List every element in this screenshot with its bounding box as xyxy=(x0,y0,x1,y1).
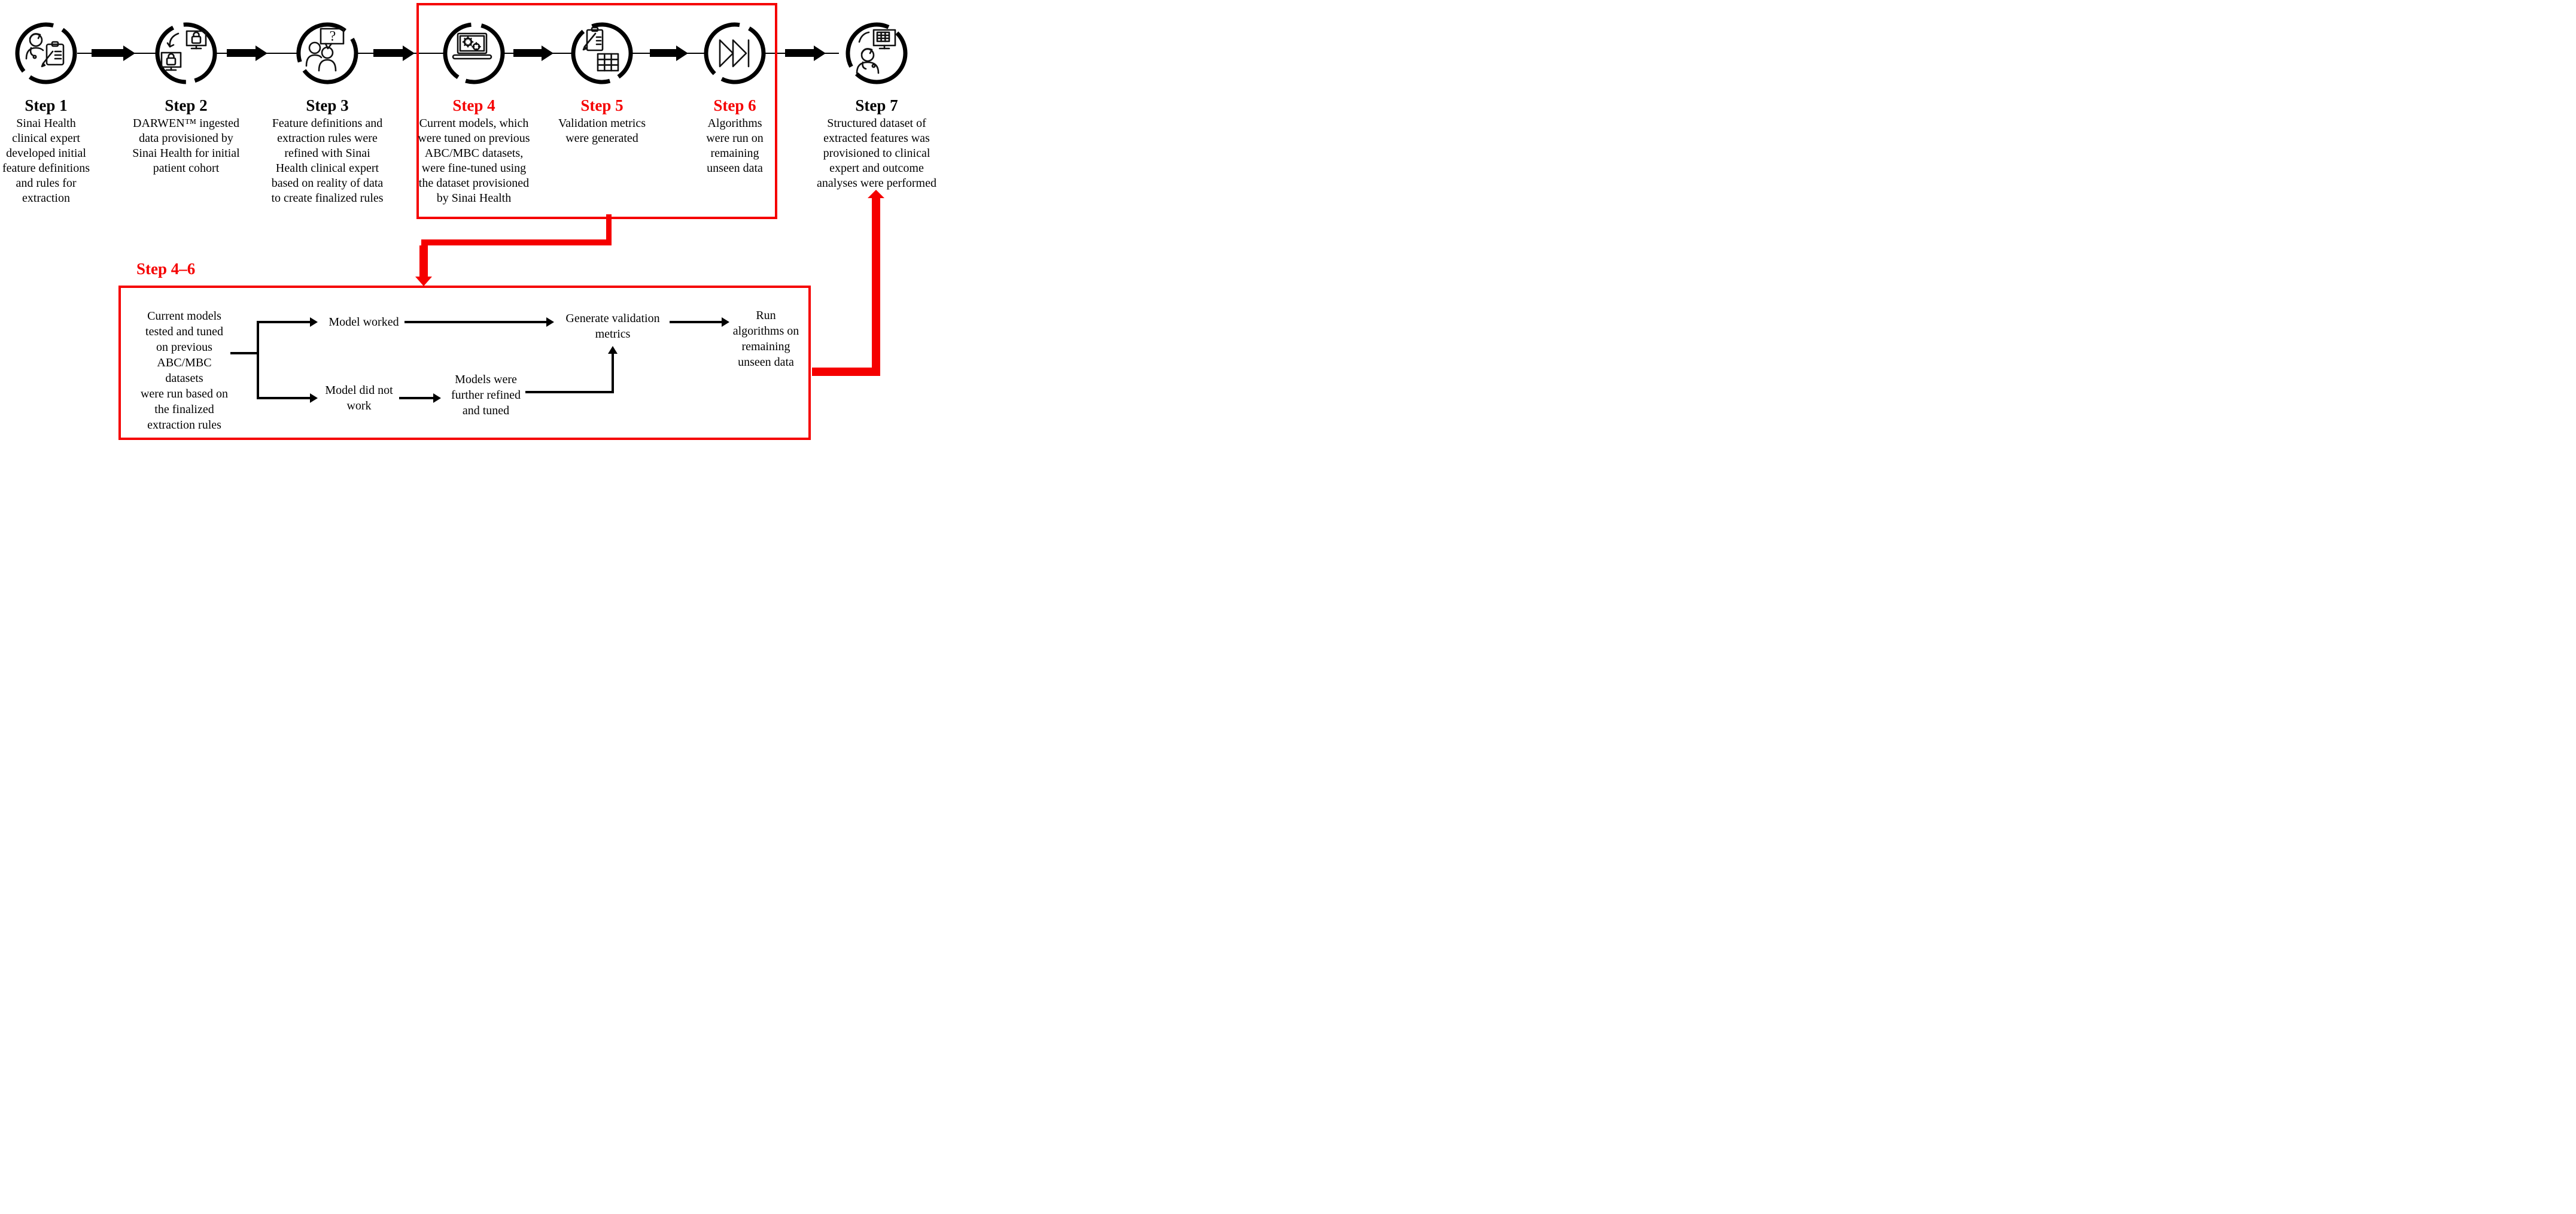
flow-line xyxy=(670,321,722,323)
step-3-column: ? Step 3 Feature definitions and extract… xyxy=(264,20,391,206)
flow-line xyxy=(257,397,310,399)
flow-arrowhead-icon xyxy=(310,317,318,327)
step-5-description: Validation metrics were generated xyxy=(558,117,646,145)
step-2-description: DARWEN™ ingested data provisioned by Sin… xyxy=(132,117,240,175)
step-2-title: Step 2 xyxy=(165,96,208,114)
step-4-column: Step 4 Current models, which were tuned … xyxy=(413,20,535,206)
fast-forward-icon xyxy=(704,22,766,84)
flow-node-run-algorithms: Run algorithms on remaining unseen data xyxy=(732,309,799,369)
red-arrow-box-to-subdiagram xyxy=(606,214,612,243)
step-1-title: Step 1 xyxy=(25,96,68,114)
red-arrow-box-to-subdiagram xyxy=(419,245,428,277)
step-4-title: Step 4 xyxy=(452,96,495,114)
arrow-step2-step3-icon xyxy=(227,45,267,61)
flow-line xyxy=(230,352,257,354)
laptop-gears-icon xyxy=(443,22,505,84)
step-6-column: Step 6 Algorithms were run on remaining … xyxy=(690,20,780,176)
step-3-circle: ? xyxy=(294,20,360,86)
arrow-step3-step4-icon xyxy=(373,45,415,61)
flow-arrowhead-icon xyxy=(546,317,554,327)
flow-arrowhead-icon xyxy=(433,393,441,403)
flow-node-source: Current models tested and tuned on previ… xyxy=(140,309,229,432)
flow-node-generate-metrics: Generate validation metrics xyxy=(565,312,660,341)
step-6-circle xyxy=(702,20,768,86)
step-7-title: Step 7 xyxy=(855,96,898,114)
flow-line xyxy=(257,321,310,323)
steps-4-6-highlight-box xyxy=(416,3,777,219)
flow-arrowhead-icon xyxy=(722,317,729,327)
flow-node-model-did-not-work: Model did not work xyxy=(325,384,393,412)
arrow-step1-step2-icon xyxy=(92,45,135,61)
flow-arrowhead-up-icon xyxy=(608,346,618,354)
flow-arrowhead-icon xyxy=(310,393,318,403)
step-4-circle xyxy=(441,20,507,86)
arrow-step5-step6-icon xyxy=(650,45,688,61)
red-arrow-subdiagram-to-step7 xyxy=(812,368,880,376)
people-question-discussion-icon: ? xyxy=(296,22,358,84)
step-1-column: Step 1 Sinai Health clinical expert deve… xyxy=(0,20,97,206)
subdiagram-title: Step 4–6 xyxy=(136,260,196,278)
clinician-monitor-dataset-icon xyxy=(846,22,908,84)
flow-line xyxy=(399,397,433,399)
flow-line xyxy=(405,321,546,323)
red-arrowhead-down-icon xyxy=(415,277,432,286)
step-4-description: Current models, which were tuned on prev… xyxy=(418,117,530,205)
step-5-title: Step 5 xyxy=(580,96,624,114)
flow-node-models-refined: Models were further refined and tuned xyxy=(451,373,521,417)
step-1-circle xyxy=(13,20,79,86)
clipboard-table-metrics-icon xyxy=(571,22,633,84)
step-2-column: Step 2 DARWEN™ ingested data provisioned… xyxy=(129,20,243,176)
step-3-title: Step 3 xyxy=(306,96,349,114)
subdiagram-box xyxy=(118,286,811,440)
step-6-title: Step 6 xyxy=(713,96,756,114)
red-arrow-subdiagram-to-step7 xyxy=(872,198,880,376)
question-mark-glyph: ? xyxy=(330,29,336,44)
flow-branch-bracket xyxy=(257,321,259,399)
step-3-description: Feature definitions and extraction rules… xyxy=(271,117,384,205)
secure-data-transfer-monitors-icon xyxy=(155,22,217,84)
step-1-description: Sinai Health clinical expert developed i… xyxy=(2,117,90,205)
red-arrowhead-up-icon xyxy=(868,190,884,198)
flow-line xyxy=(612,354,614,393)
step-6-description: Algorithms were run on remaining unseen … xyxy=(706,117,764,175)
clinician-writing-clipboard-icon xyxy=(15,22,77,84)
arrow-step6-step7-icon xyxy=(785,45,826,61)
step-2-circle xyxy=(153,20,219,86)
flow-node-model-worked: Model worked xyxy=(329,315,399,329)
step-5-column: Step 5 Validation metrics were generated xyxy=(551,20,653,146)
step-7-description: Structured dataset of extracted features… xyxy=(817,117,936,190)
step-7-circle xyxy=(844,20,910,86)
red-arrow-box-to-subdiagram xyxy=(421,239,612,245)
arrow-step4-step5-icon xyxy=(513,45,553,61)
step-5-circle xyxy=(569,20,635,86)
flow-line xyxy=(525,391,614,393)
step-7-column: Step 7 Structured dataset of extracted f… xyxy=(817,20,936,191)
process-flow-diagram: Step 1 Sinai Health clinical expert deve… xyxy=(0,0,938,442)
